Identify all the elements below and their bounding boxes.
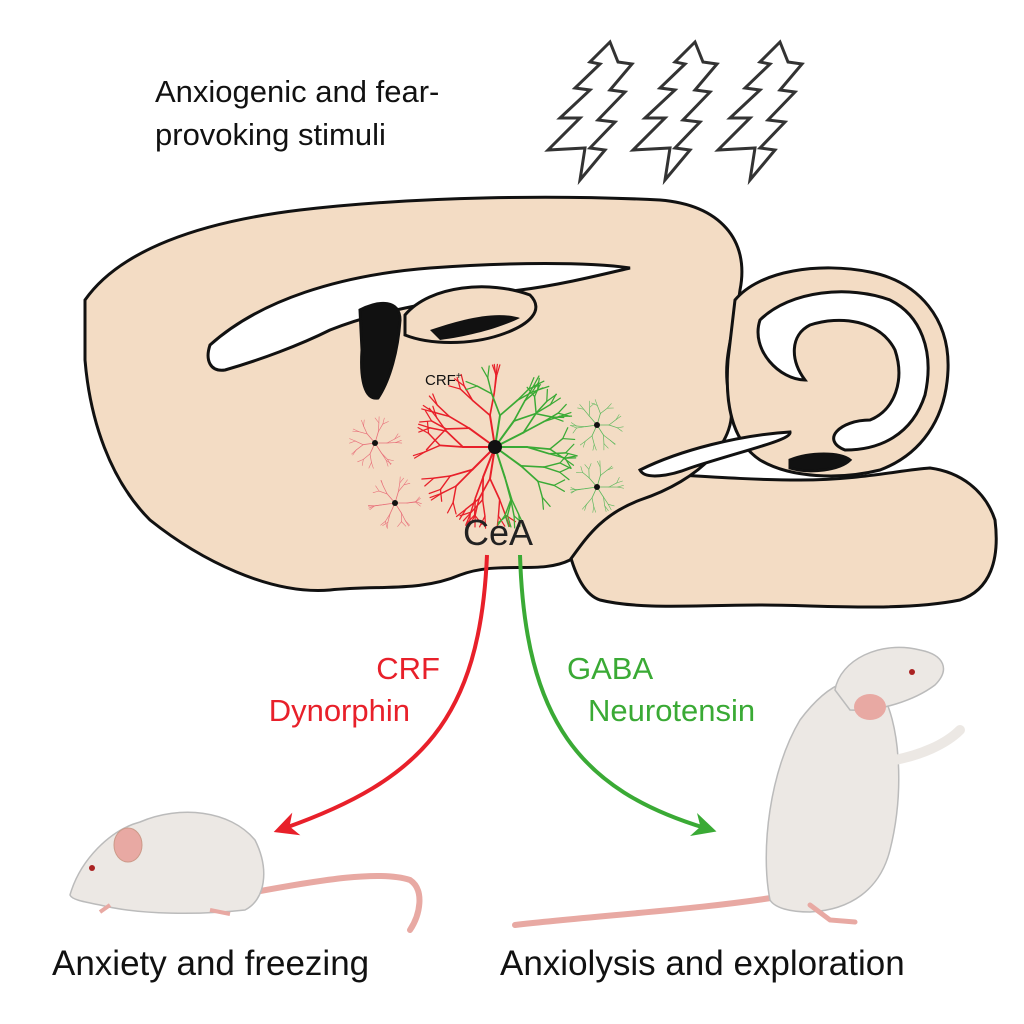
ventricle-dark (358, 301, 402, 400)
pathway-label-gaba: GABA (567, 651, 653, 686)
pathway-label-crf: CRF (376, 651, 440, 686)
red-neuron-small (368, 476, 422, 529)
brainstem (558, 466, 998, 609)
crf-neuron-soma (465, 365, 578, 529)
lightning-bolt-icons (544, 39, 805, 186)
hippocampus-dark (430, 315, 520, 340)
cerebellum-folia (756, 290, 930, 452)
exploring-mouse-illustration (512, 646, 965, 928)
lightning-bolt-icon (544, 39, 635, 186)
gaba-pathway-arrow (518, 554, 717, 836)
cea-region-label: CeA (463, 512, 533, 553)
crf-neuron-red-dendrites (412, 363, 517, 529)
green-neuron-small (570, 460, 625, 513)
freezing-mouse-illustration (69, 811, 423, 933)
lateral-ventricle (206, 262, 631, 372)
fourth-ventricle (788, 452, 853, 473)
pathway-label-dynorphin: Dynorphin (269, 693, 410, 728)
crf-neuron-label: CRF+ (425, 371, 462, 389)
stimulus-label-line2: provoking stimuli (155, 117, 386, 152)
outcome-label-anxiety: Anxiety and freezing (52, 944, 369, 983)
stimulus-label-line1: Anxiogenic and fear- (155, 74, 439, 109)
brain-sagittal-section (83, 195, 998, 609)
crf-pathway-arrow (273, 554, 489, 836)
aqueduct (637, 430, 792, 478)
lightning-bolt-icon (629, 39, 720, 186)
pathway-label-neurotensin: Neurotensin (588, 693, 755, 728)
red-neuron-small (349, 416, 403, 469)
neurons (349, 363, 625, 529)
outcome-label-anxiolysis: Anxiolysis and exploration (500, 944, 905, 983)
cerebrum (83, 195, 744, 592)
lightning-bolt-icon (714, 39, 805, 186)
green-neuron-small (570, 399, 624, 451)
